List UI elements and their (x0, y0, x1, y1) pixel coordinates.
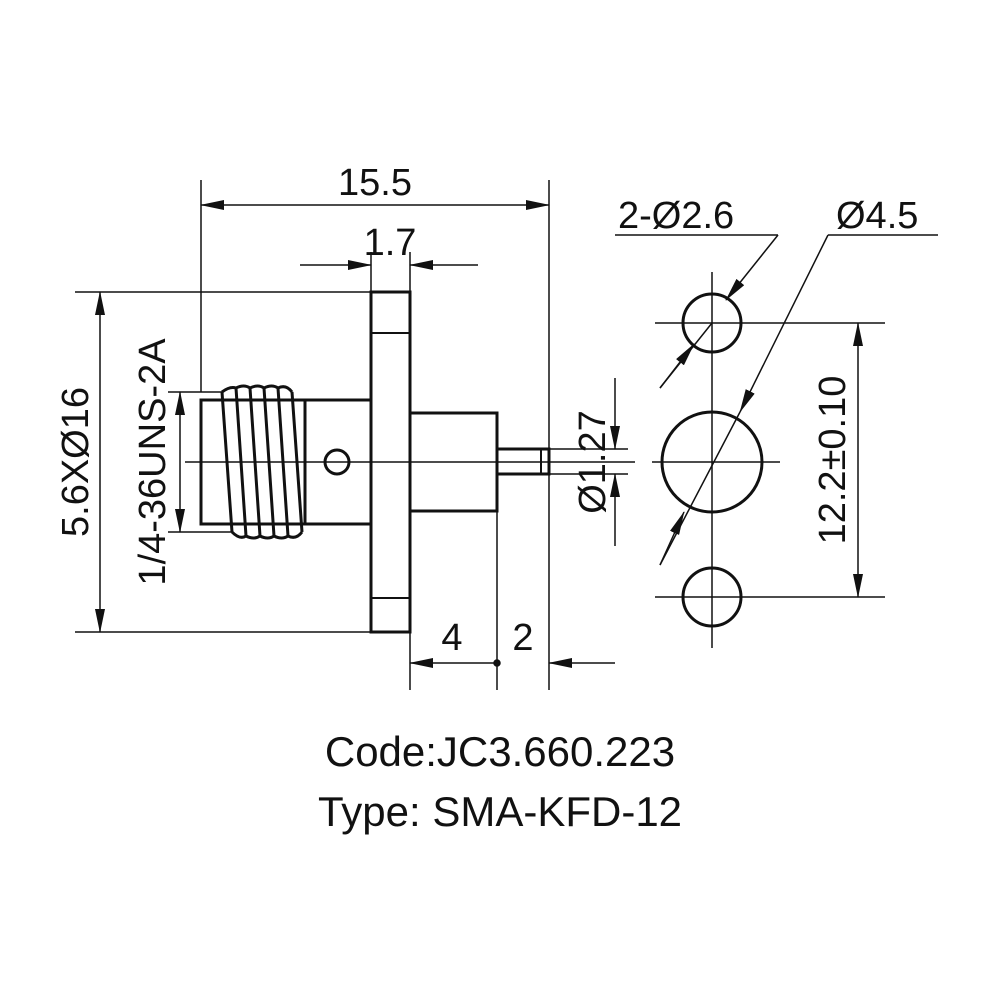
dim-overall-length: 15.5 (338, 162, 412, 204)
dim-pin-diameter: Ø1.27 (572, 410, 614, 514)
side-view (185, 290, 635, 634)
dim-flange-size: 5.6XØ16 (55, 387, 97, 537)
dim-length-4: 4 (441, 617, 462, 659)
hole-pattern-view (615, 234, 938, 648)
dim-flange-thickness: 1.7 (364, 222, 417, 264)
dim-hole-spacing: 12.2±0.10 (812, 376, 854, 545)
dim-mount-holes: 2-Ø2.6 (618, 195, 734, 237)
dim-length-2: 2 (512, 617, 533, 659)
dim-thread: 1/4-36UNS-2A (132, 338, 174, 586)
code-label: Code:JC3.660.223 (324, 728, 676, 775)
type-label: Type: SMA-KFD-12 (317, 788, 683, 835)
dim-center-hole: Ø4.5 (836, 195, 918, 237)
side-dimensions (75, 180, 628, 690)
